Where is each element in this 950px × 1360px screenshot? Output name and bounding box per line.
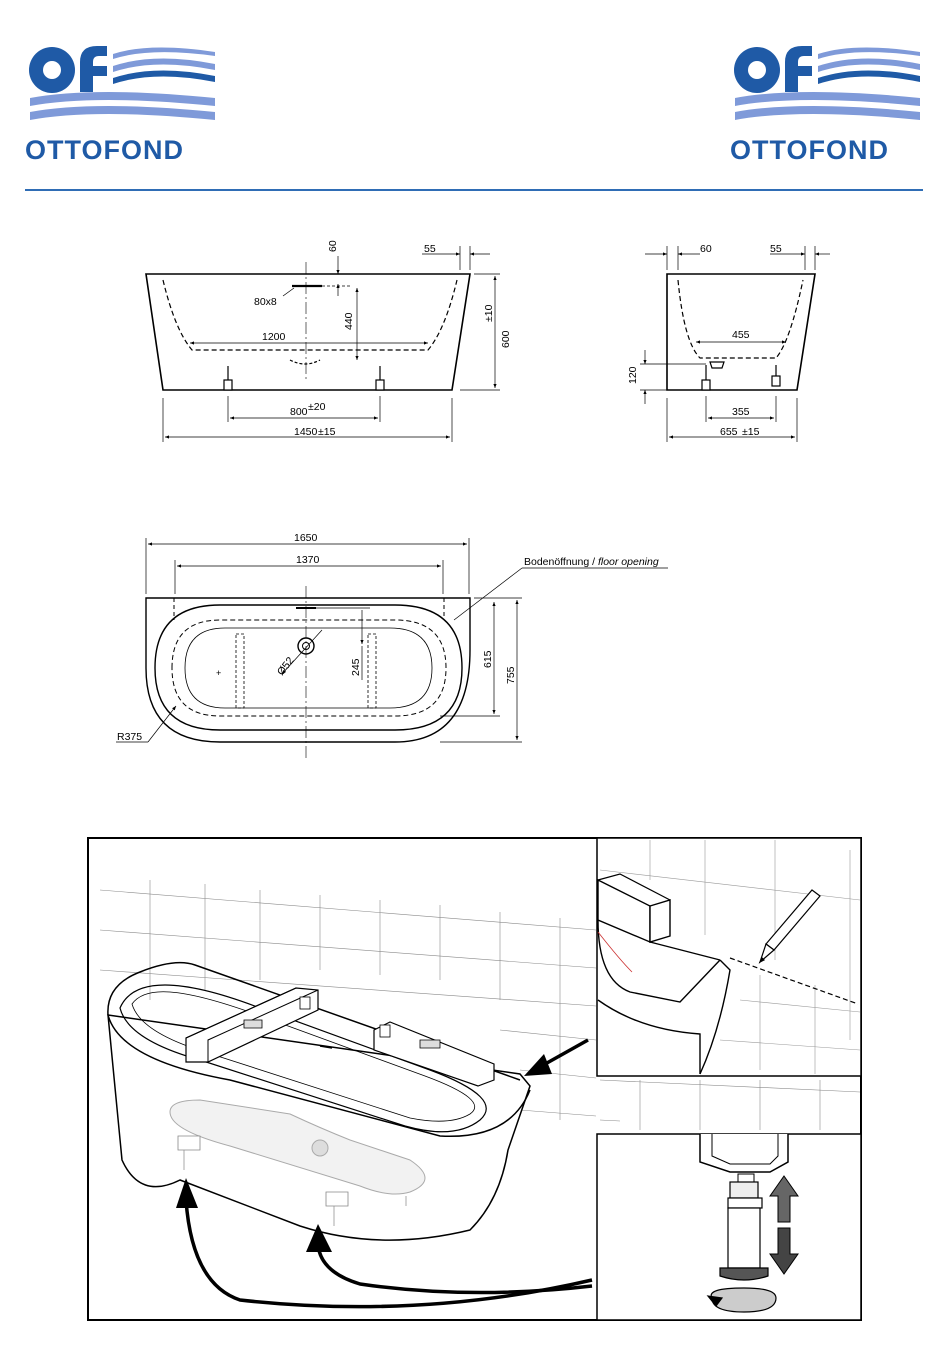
dim-total-length: 1650: [294, 532, 318, 544]
floor-opening-label-de: Bodenöffnung / floor opening: [524, 556, 659, 568]
dim-width: 655: [720, 426, 738, 438]
dim-inner-width: 615: [482, 650, 494, 668]
dim-inner-depth: 440: [343, 312, 355, 330]
dim-length: 1450: [294, 426, 318, 438]
dim-feet-tol: ±20: [308, 401, 326, 413]
dim-radius: R375: [117, 731, 142, 743]
installation-illustration: [88, 838, 861, 1320]
dim-width-tol: ±15: [742, 426, 760, 438]
dim-rim: 55: [424, 243, 436, 255]
dim-side-feet-distance: 355: [732, 406, 750, 418]
dim-wall: 60: [700, 243, 712, 255]
dim-depth: 60: [327, 240, 339, 252]
dim-feet-height: 120: [627, 366, 639, 384]
dim-side-inner-width: 455: [732, 329, 750, 341]
dim-overflow: 80x8: [254, 296, 277, 308]
dim-total-width: 755: [505, 666, 517, 684]
top-view: +: [116, 538, 668, 758]
dim-height-tol: ±10: [483, 304, 495, 322]
dim-opening-length: 1370: [296, 554, 320, 566]
dim-length-tol: ±15: [318, 426, 336, 438]
center-mark: +: [216, 668, 221, 678]
dim-height: 600: [500, 330, 512, 348]
dim-side-rim: 55: [770, 243, 782, 255]
dim-drain-offset: 245: [350, 658, 362, 676]
dim-feet-distance: 800: [290, 406, 308, 418]
dim-inner-length: 1200: [262, 331, 286, 343]
